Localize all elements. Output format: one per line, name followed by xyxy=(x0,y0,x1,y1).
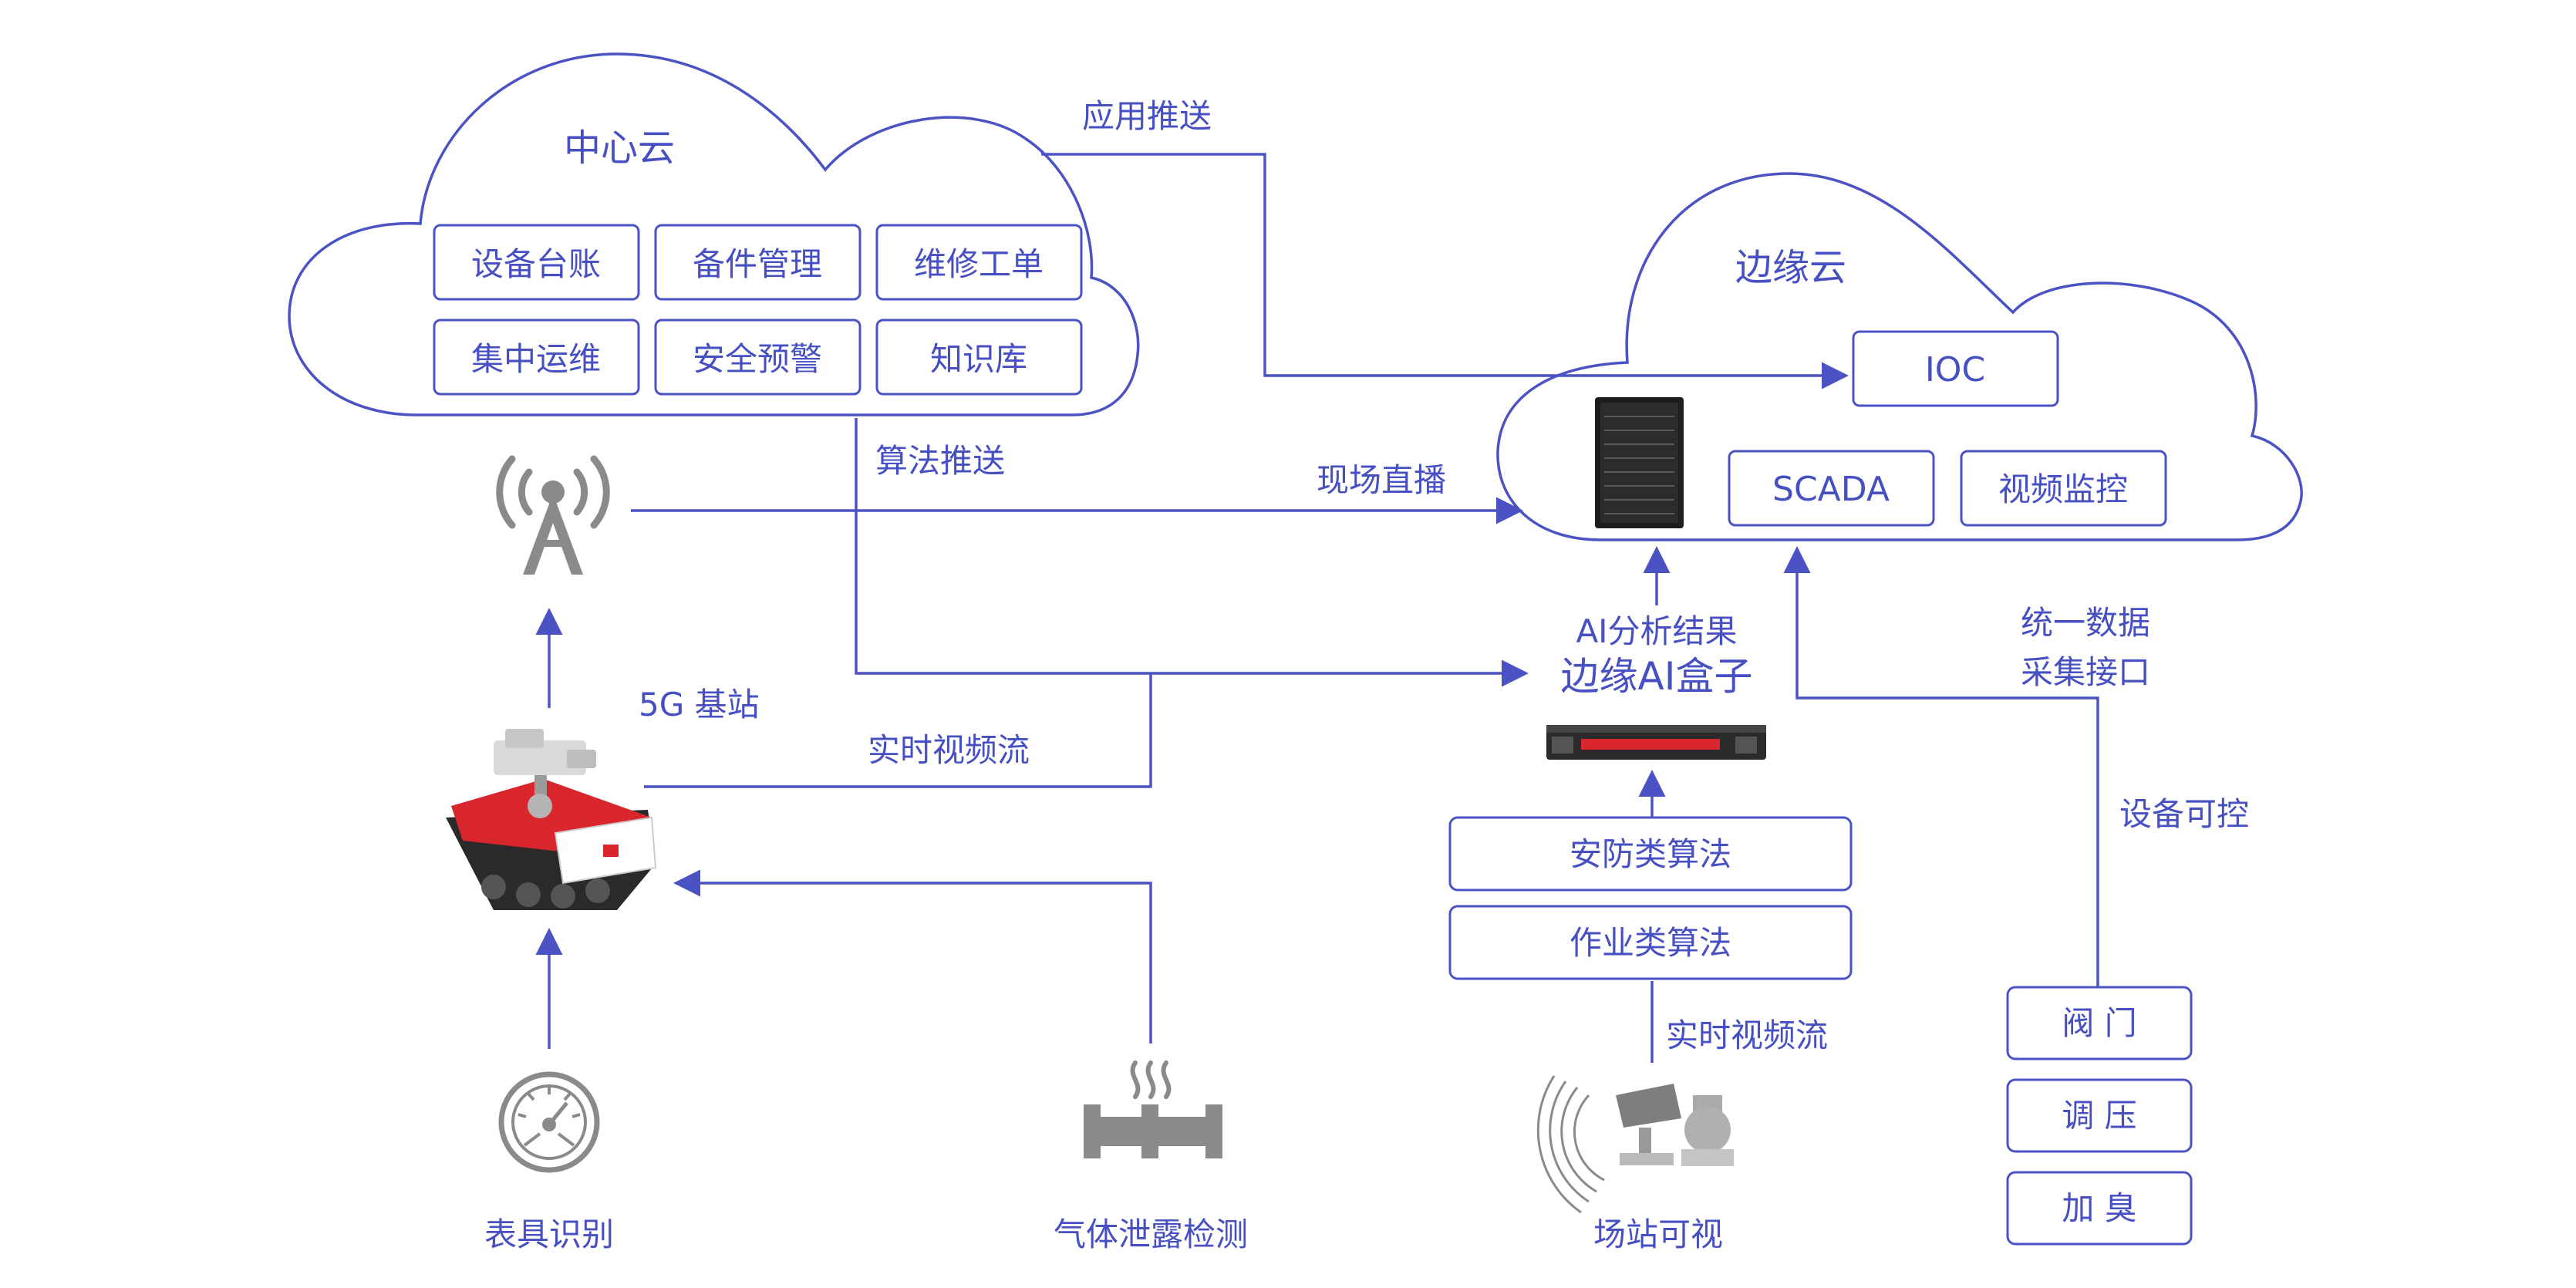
video-monitor-box: 视频监控 xyxy=(1960,450,2167,527)
center-module-1: 设备台账 xyxy=(433,224,640,301)
meter-label: 表具识别 xyxy=(484,1216,614,1253)
svg-text:阀 门: 阀 门 xyxy=(2062,1004,2136,1042)
center-module-6: 知识库 xyxy=(875,319,1083,396)
device-box-valve: 阀 门 xyxy=(2006,986,2193,1060)
device-box-odor: 加 臭 xyxy=(2006,1171,2193,1246)
svg-text:维修工单: 维修工单 xyxy=(914,245,1044,283)
svg-text:知识库: 知识库 xyxy=(930,340,1027,378)
svg-text:调 压: 调 压 xyxy=(2062,1097,2136,1135)
connectors xyxy=(535,153,2099,1063)
device-box-pressure: 调 压 xyxy=(2006,1078,2193,1153)
svg-text:备件管理: 备件管理 xyxy=(693,245,822,283)
algo-box-1: 安防类算法 xyxy=(1448,816,1853,892)
unified-data-label-2: 采集接口 xyxy=(2021,653,2150,691)
center-module-5: 安全预警 xyxy=(654,319,861,396)
center-module-2: 备件管理 xyxy=(654,224,861,301)
svg-text:作业类算法: 作业类算法 xyxy=(1570,924,1731,962)
robot-icon xyxy=(446,729,657,910)
svg-text:加 臭: 加 臭 xyxy=(2062,1189,2136,1227)
app-push-label: 应用推送 xyxy=(1082,97,1212,135)
algo-box-2: 作业类算法 xyxy=(1448,905,1853,980)
gas-pipe-icon xyxy=(1084,1060,1222,1158)
antenna-icon xyxy=(496,455,610,575)
center-cloud-title: 中心云 xyxy=(564,126,675,170)
svg-text:设备台账: 设备台账 xyxy=(471,245,601,283)
center-module-4: 集中运维 xyxy=(433,319,640,396)
svg-text:视频监控: 视频监控 xyxy=(1998,470,2128,508)
gas-leak-label: 气体泄露检测 xyxy=(1054,1216,1248,1253)
svg-text:安全预警: 安全预警 xyxy=(693,340,822,378)
ai-box-server-icon xyxy=(1546,725,1766,760)
device-control-label: 设备可控 xyxy=(2119,795,2249,833)
camera-video-label: 实时视频流 xyxy=(1666,1017,1828,1054)
edge-ai-box-label: 边缘AI盒子 xyxy=(1561,654,1753,699)
base-station-label: 5G 基站 xyxy=(639,686,760,723)
robot-video-label: 实时视频流 xyxy=(868,731,1030,769)
edge-cloud: 边缘云 IOC SCADA 视频监控 xyxy=(1496,172,2303,541)
svg-text:IOC: IOC xyxy=(1925,350,1985,389)
unified-data-label-1: 统一数据 xyxy=(2021,604,2150,642)
algo-push-label: 算法推送 xyxy=(875,442,1005,480)
live-stream-label: 现场直播 xyxy=(1317,461,1446,499)
edge-cloud-title: 边缘云 xyxy=(1735,246,1846,289)
svg-text:SCADA: SCADA xyxy=(1772,470,1890,509)
svg-text:安防类算法: 安防类算法 xyxy=(1570,835,1731,873)
svg-text:集中运维: 集中运维 xyxy=(471,340,601,378)
camera-icon xyxy=(1536,1075,1734,1214)
station-view-label: 场站可视 xyxy=(1593,1216,1723,1253)
scada-box: SCADA xyxy=(1728,450,1935,527)
center-cloud: 中心云 设备台账 备件管理 维修工单 集中运维 安全预警 知识库 xyxy=(288,52,1140,416)
ai-result-label: AI分析结果 xyxy=(1576,612,1737,650)
center-module-3: 维修工单 xyxy=(875,224,1083,301)
ioc-box: IOC xyxy=(1852,330,2059,407)
meter-icon xyxy=(498,1071,600,1173)
server-rack-icon xyxy=(1595,397,1684,528)
